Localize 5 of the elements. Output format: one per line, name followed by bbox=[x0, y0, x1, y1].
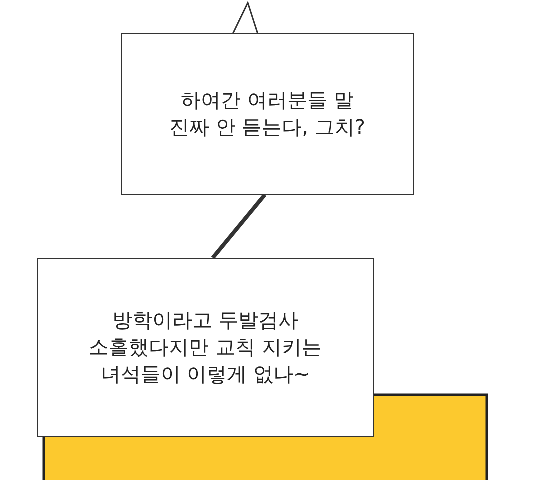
dialogue-text: 방학이라고 두발검사 소홀했다지만 교칙 지키는 녀석들이 이렇게 없나~ bbox=[88, 307, 323, 388]
speech-bubble bbox=[37, 258, 374, 437]
speech-bubble bbox=[121, 33, 414, 195]
dialogue-text: 하여간 여러분들 말 진짜 안 듣는다, 그치? bbox=[168, 87, 367, 141]
connector-line bbox=[211, 194, 267, 260]
